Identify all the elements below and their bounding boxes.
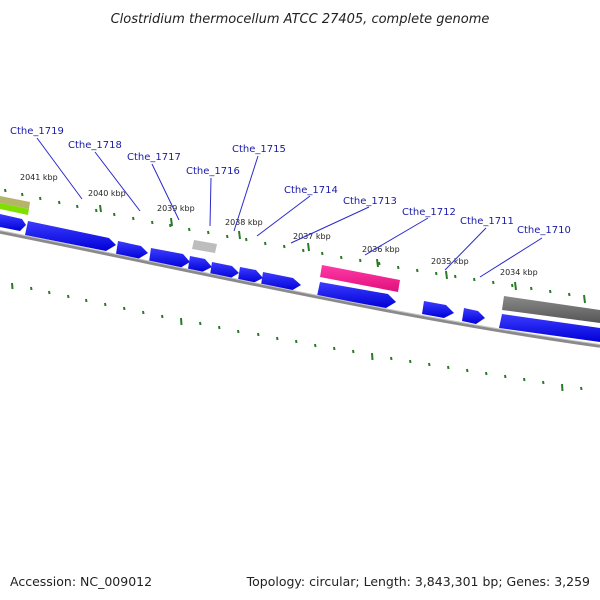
cds-arrow bbox=[317, 282, 396, 308]
cds-arrow bbox=[25, 221, 116, 251]
gene-label-leaders bbox=[36, 137, 543, 278]
topology-text: Topology: circular; Length: 3,843,301 bp… bbox=[246, 574, 590, 589]
cds-arrow bbox=[238, 267, 263, 283]
cds-arrow bbox=[499, 314, 600, 342]
accession-text: Accession: NC_009012 bbox=[10, 574, 152, 589]
scale-label-2034: 2034 kbp bbox=[500, 268, 538, 277]
feature-gray-large bbox=[502, 296, 600, 323]
gene-label-cthe-1711: Cthe_1711 bbox=[460, 216, 514, 227]
feature-olive bbox=[0, 196, 30, 209]
genome-backbone-highlight bbox=[0, 230, 600, 345]
feature-green bbox=[0, 203, 29, 215]
scale-label-2041: 2041 kbp bbox=[20, 173, 58, 182]
scale-label-2040: 2040 kbp bbox=[88, 189, 126, 198]
scale-label-2036: 2036 kbp bbox=[362, 245, 400, 254]
gene-label-cthe-1713: Cthe_1713 bbox=[343, 196, 397, 207]
scale-label-2035: 2035 kbp bbox=[431, 257, 469, 266]
map-title: Clostridium thermocellum ATCC 27405, com… bbox=[111, 12, 490, 27]
gene-label-cthe-1716: Cthe_1716 bbox=[186, 166, 240, 177]
feature-trna bbox=[320, 265, 400, 292]
scale-label-2038: 2038 kbp bbox=[225, 218, 263, 227]
outer-tick-row bbox=[4, 188, 586, 304]
forward-strand-features bbox=[0, 196, 600, 323]
cds-arrow bbox=[188, 256, 212, 272]
cds-arrow bbox=[116, 241, 148, 259]
scale-label-2039: 2039 kbp bbox=[157, 204, 195, 213]
gene-label-cthe-1715: Cthe_1715 bbox=[232, 144, 286, 155]
gene-label-cthe-1710: Cthe_1710 bbox=[517, 225, 571, 236]
gene-label-cthe-1714: Cthe_1714 bbox=[284, 185, 338, 196]
feature-gray-small bbox=[192, 240, 217, 253]
cds-arrows bbox=[0, 214, 600, 342]
cds-arrow bbox=[0, 214, 26, 231]
cds-arrow bbox=[422, 301, 454, 318]
gene-label-cthe-1718: Cthe_1718 bbox=[68, 140, 122, 151]
gene-label-cthe-1719: Cthe_1719 bbox=[10, 126, 64, 137]
genome-backbone bbox=[0, 230, 600, 348]
inner-tick-row bbox=[11, 282, 583, 392]
gene-labels: Cthe_1719 Cthe_1718 Cthe_1717 Cthe_1716 … bbox=[10, 126, 571, 236]
cds-arrow bbox=[462, 308, 485, 324]
gene-label-cthe-1717: Cthe_1717 bbox=[127, 152, 181, 163]
gene-label-cthe-1712: Cthe_1712 bbox=[402, 207, 456, 218]
scale-labels: 2041 kbp 2040 kbp 2039 kbp 2038 kbp 2037… bbox=[20, 173, 538, 277]
scale-label-2037: 2037 kbp bbox=[293, 232, 331, 241]
